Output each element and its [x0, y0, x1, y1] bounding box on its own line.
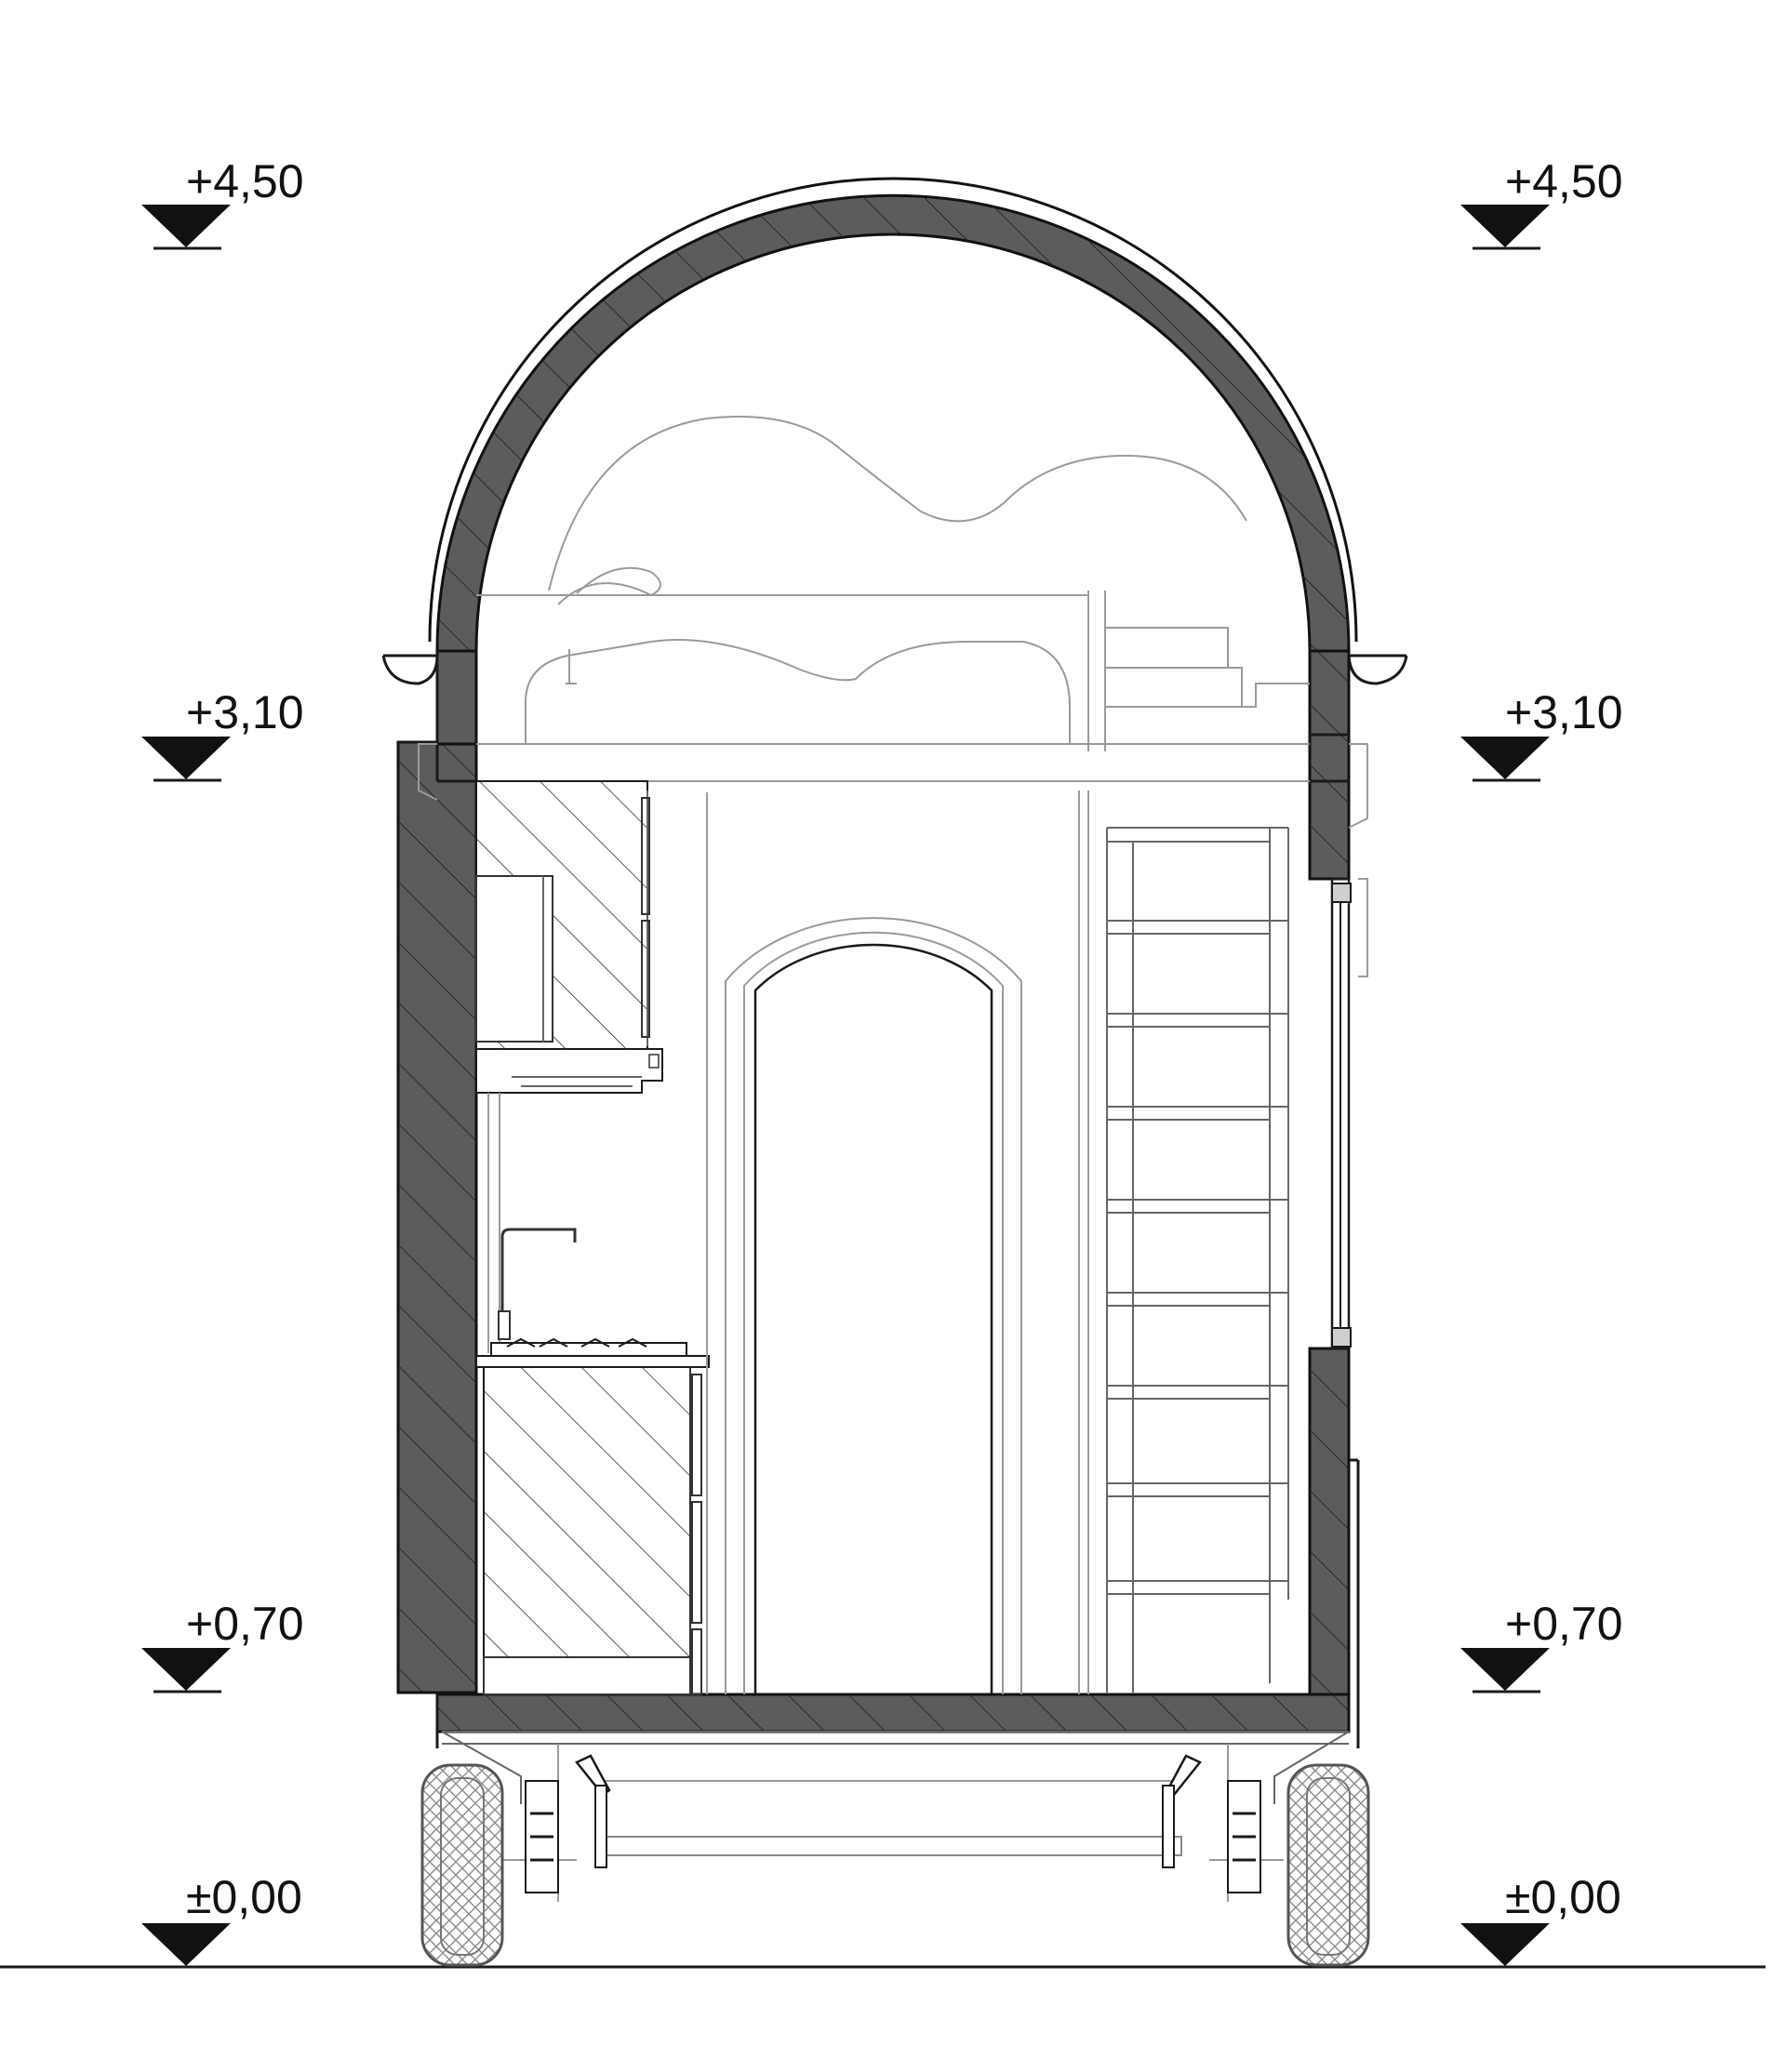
- level-triangle-icon: [141, 1923, 231, 1966]
- floor-slab: [435, 1693, 1351, 1748]
- level-marker-left-loft: +3,10: [141, 686, 304, 782]
- level-label: +4,50: [186, 155, 304, 207]
- left-wall: [396, 649, 478, 1694]
- right-wall: [418, 649, 1368, 1748]
- left-wheel: [420, 1763, 504, 1967]
- upper-cabinet: [475, 780, 663, 1353]
- level-marker-right-loft: +3,10: [1460, 686, 1623, 782]
- level-marker-left-ground: ±0,00: [141, 1871, 302, 1966]
- level-triangle-icon: [1460, 1648, 1550, 1691]
- level-label: +3,10: [186, 686, 304, 738]
- level-label: +3,10: [1505, 686, 1623, 738]
- loft-bed: [476, 416, 1310, 782]
- level-triangle-icon: [1460, 1923, 1550, 1966]
- level-label: +0,70: [186, 1598, 304, 1650]
- roof-arch: [381, 177, 1408, 685]
- level-triangle-icon: [141, 1648, 231, 1691]
- level-label: +0,70: [1505, 1598, 1623, 1650]
- level-triangle-icon: [141, 737, 231, 779]
- arched-doorway: [706, 790, 1089, 1694]
- level-label: ±0,00: [186, 1871, 302, 1923]
- level-marker-right-ground: ±0,00: [1460, 1871, 1621, 1966]
- ladder: [1106, 827, 1289, 1693]
- right-wheel: [1286, 1763, 1370, 1967]
- level-marker-left-floor: +0,70: [141, 1598, 304, 1693]
- faucet-icon: [500, 1228, 577, 1339]
- level-triangle-icon: [141, 205, 231, 247]
- level-label: +4,50: [1505, 155, 1623, 207]
- level-triangle-icon: [1460, 205, 1550, 247]
- level-marker-right-floor: +0,70: [1460, 1598, 1623, 1693]
- level-triangle-icon: [1460, 737, 1550, 779]
- kitchen-base-cabinet: [475, 1228, 710, 1695]
- level-label: ±0,00: [1505, 1871, 1621, 1923]
- level-marker-right-top: +4,50: [1460, 155, 1623, 250]
- chassis: [441, 1731, 1350, 1902]
- level-marker-left-top: +4,50: [141, 155, 304, 250]
